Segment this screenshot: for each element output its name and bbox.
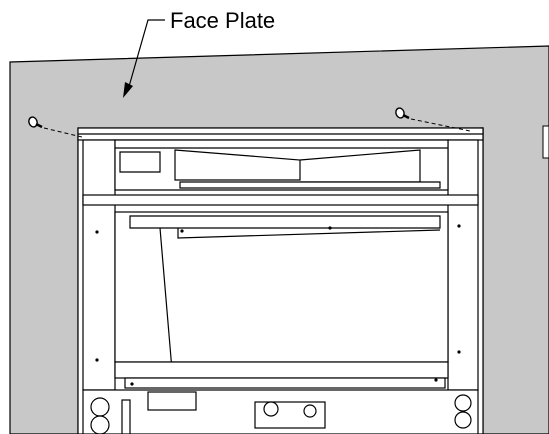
edge-bracket [542,125,549,159]
screw-left [28,116,43,129]
frame-rivets [95,224,461,386]
callout-arrowhead [123,82,133,98]
firebox-frame [77,127,484,434]
guide-line-right [410,118,471,132]
callout-leader [127,19,165,91]
face-plate-label: Face Plate [170,8,276,33]
screw-right [395,107,410,120]
